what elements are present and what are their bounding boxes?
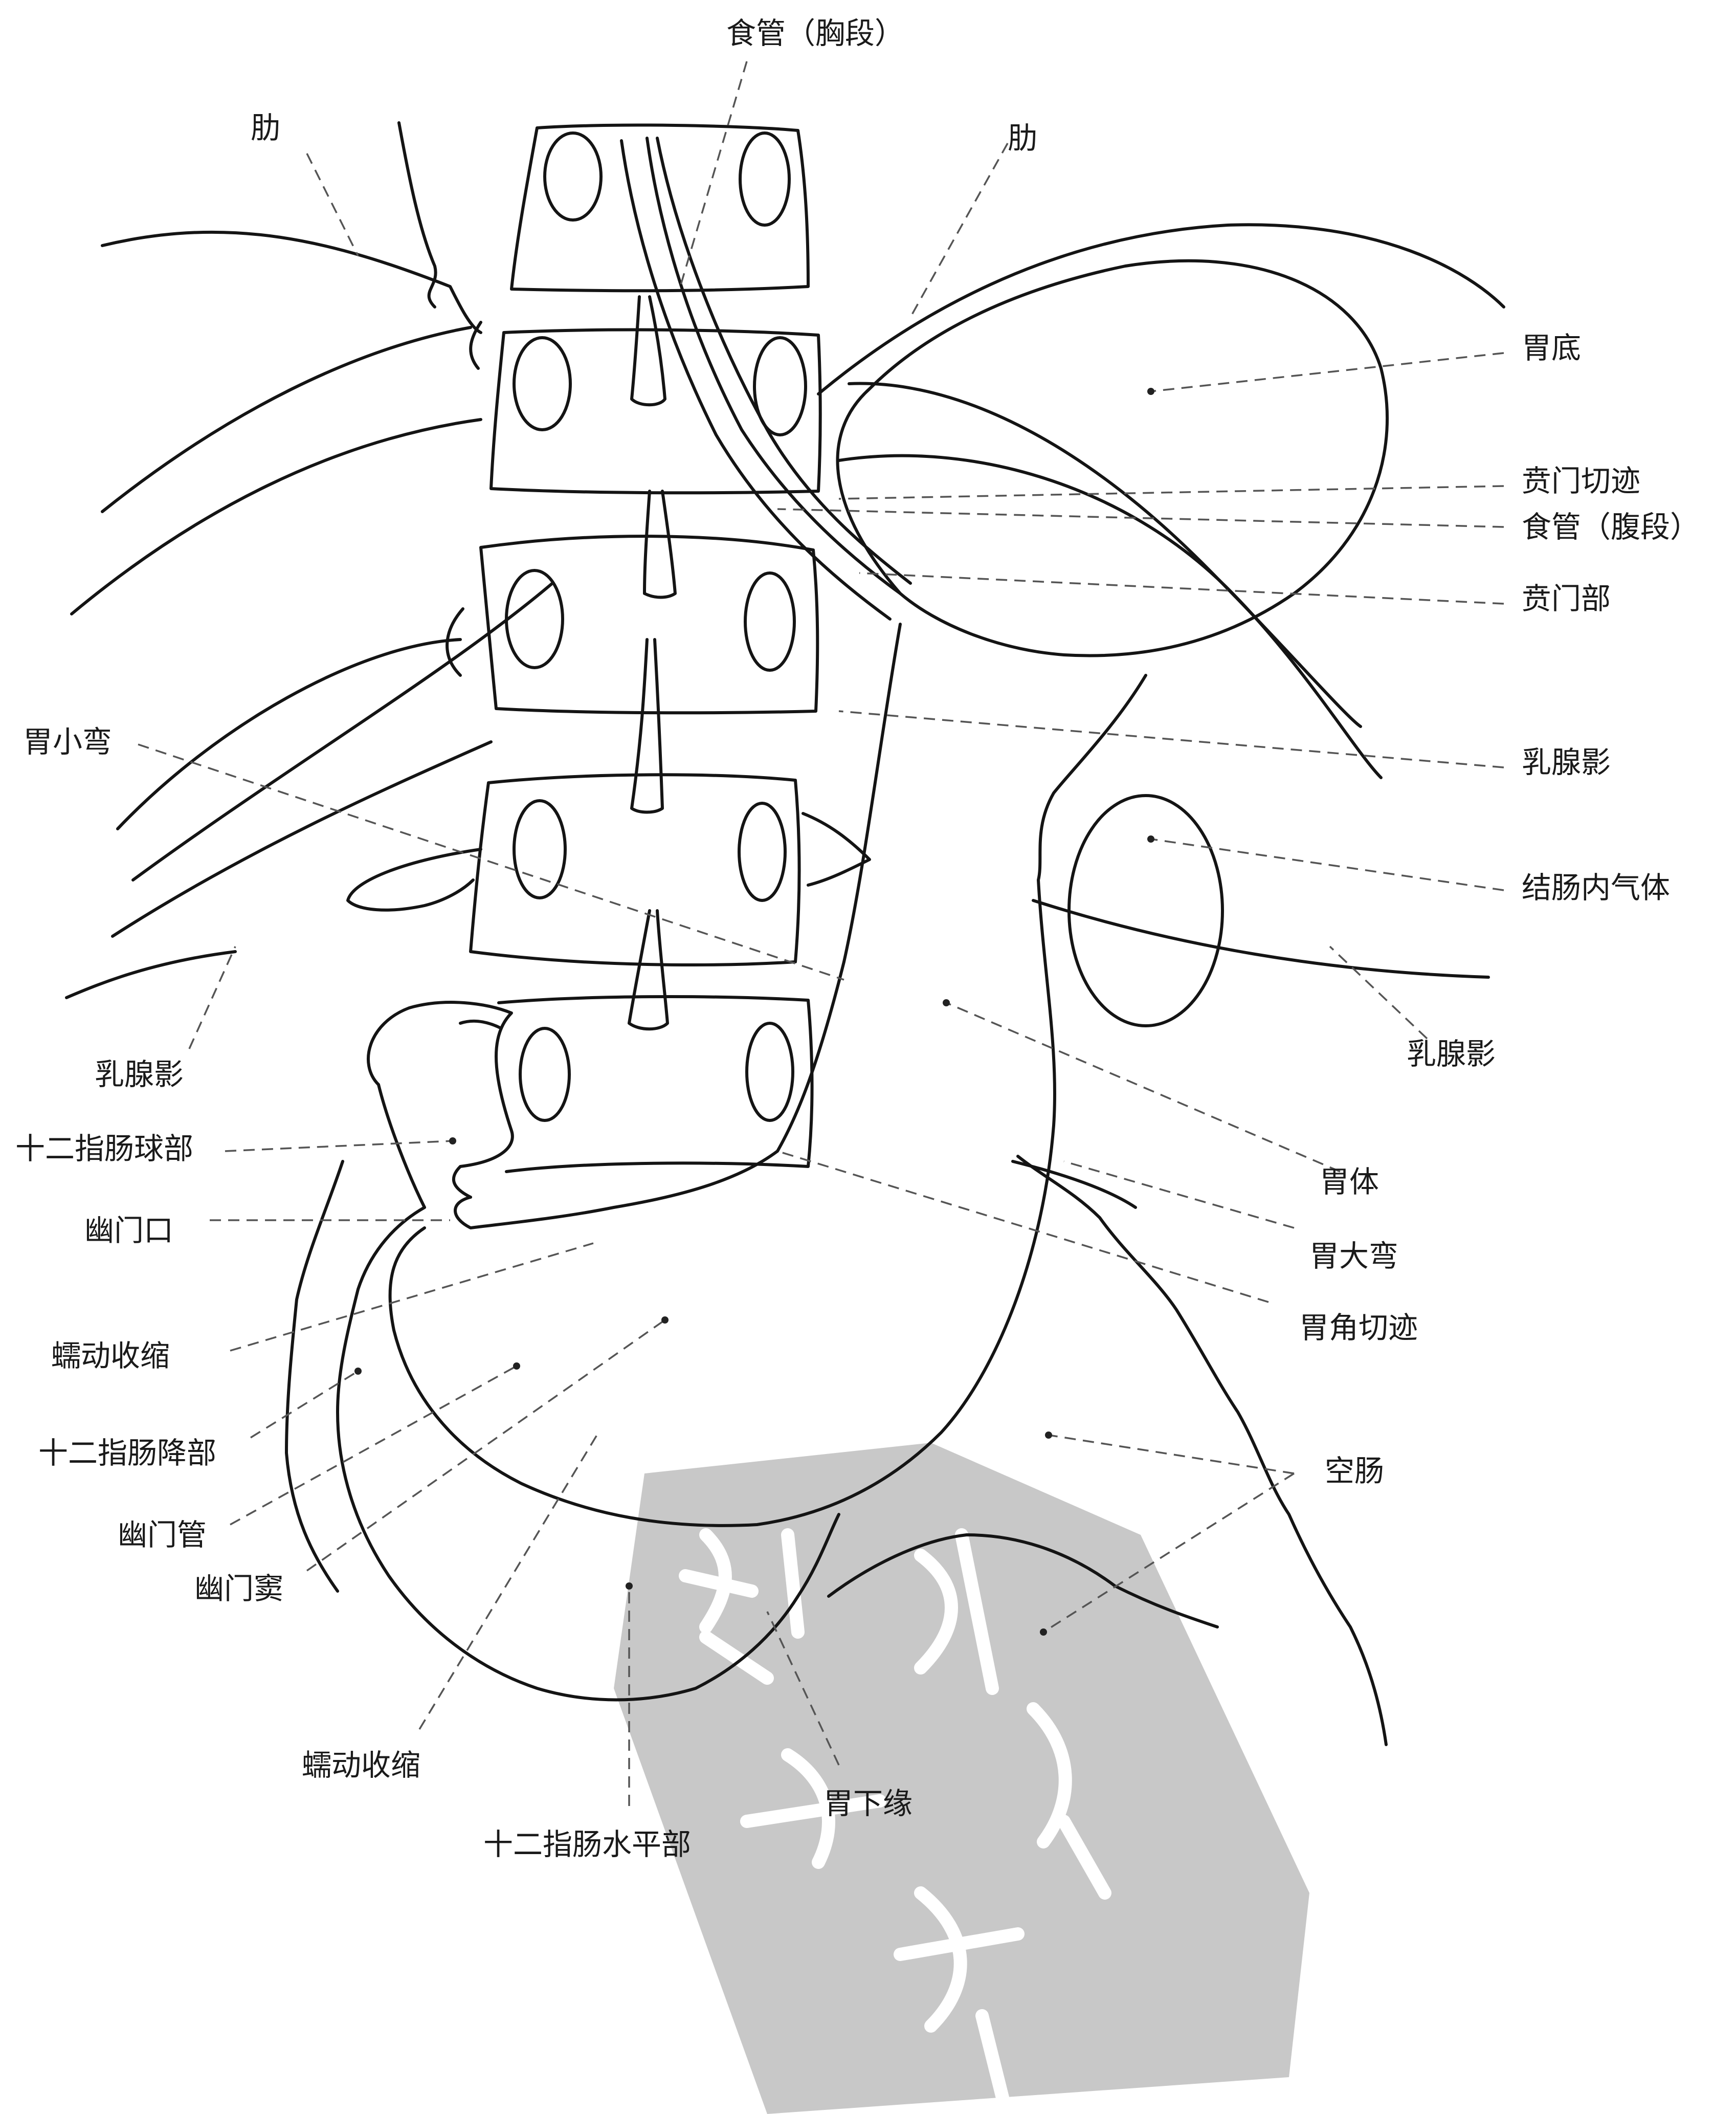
label-body: 胃体 xyxy=(1320,1164,1379,1199)
jejunum-loop xyxy=(827,1533,1219,1628)
stomach xyxy=(285,137,1389,1746)
duodenal-bulb xyxy=(377,1019,503,1209)
label-rib-left: 肋 xyxy=(251,111,280,145)
label-lesser-curvature: 胃小弯 xyxy=(23,724,112,759)
label-duodenum-descending: 十二指肠降部 xyxy=(38,1436,216,1470)
label-fundus: 胃底 xyxy=(1522,331,1581,365)
jejunum-wave xyxy=(1016,1155,1388,1746)
label-pyloric-orifice: 幽门口 xyxy=(84,1213,173,1248)
esophagus-wall-outer xyxy=(656,137,912,585)
vertebra-1 xyxy=(510,123,810,293)
duodenum-upper-edge xyxy=(285,1160,344,1593)
watermark-seal xyxy=(614,1443,1309,2114)
duodenum-wave xyxy=(336,1206,697,1702)
label-pyloric-canal: 幽门管 xyxy=(118,1517,207,1552)
label-greater-curvature: 胃大弯 xyxy=(1309,1239,1398,1273)
label-pyloric-antrum: 幽门窦 xyxy=(194,1571,283,1606)
label-breast-shadow-lower-right: 乳腺影 xyxy=(1407,1037,1496,1071)
label-colon-gas: 结肠内气体 xyxy=(1522,870,1670,905)
vertebra-2 xyxy=(489,328,822,495)
label-cardiac-notch: 贲门切迹 xyxy=(1522,464,1640,498)
label-breast-shadow-right: 乳腺影 xyxy=(1522,745,1611,780)
label-duodenum-horizontal: 十二指肠水平部 xyxy=(483,1827,691,1862)
labels: 食管（胸段） 肋 肋 胃底 贲门切迹 食管（腹段） 贲门部 胃小弯 乳腺影 结肠… xyxy=(15,16,1700,1862)
label-angular-notch: 胃角切迹 xyxy=(1299,1310,1418,1345)
pyloric-region xyxy=(367,1001,514,1199)
esophagus-wall-left xyxy=(620,139,892,621)
leader-lines xyxy=(138,61,1504,1806)
label-peristalsis-lower: 蠕动收缩 xyxy=(302,1748,420,1782)
label-breast-shadow-left: 乳腺影 xyxy=(95,1057,184,1092)
vertebra-5 xyxy=(497,995,814,1173)
label-peristalsis-upper: 蠕动收缩 xyxy=(51,1338,170,1373)
spine xyxy=(346,123,871,1173)
ribs xyxy=(65,121,1505,1209)
label-esophagus-thoracic: 食管（胸段） xyxy=(726,16,904,51)
lesser-curvature xyxy=(454,623,902,1229)
label-jejunum: 空肠 xyxy=(1325,1454,1384,1488)
label-cardia: 贲门部 xyxy=(1522,581,1611,616)
duodenum-horizontal-edge xyxy=(694,1513,840,1690)
greater-curvature xyxy=(388,674,1147,1527)
label-duodenal-bulb: 十二指肠球部 xyxy=(15,1131,193,1166)
leader-dots xyxy=(354,388,1154,1636)
fundus-outline xyxy=(836,259,1389,657)
esophagus-wall-right xyxy=(646,137,902,595)
vertebra-3 xyxy=(479,535,819,715)
label-lower-border: 胃下缘 xyxy=(824,1786,912,1821)
label-rib-right: 肋 xyxy=(1008,121,1037,156)
label-esophagus-abdominal: 食管（腹段） xyxy=(1522,510,1700,544)
vertebra-4 xyxy=(469,773,801,966)
colon-gas-bubble xyxy=(1067,794,1224,1027)
